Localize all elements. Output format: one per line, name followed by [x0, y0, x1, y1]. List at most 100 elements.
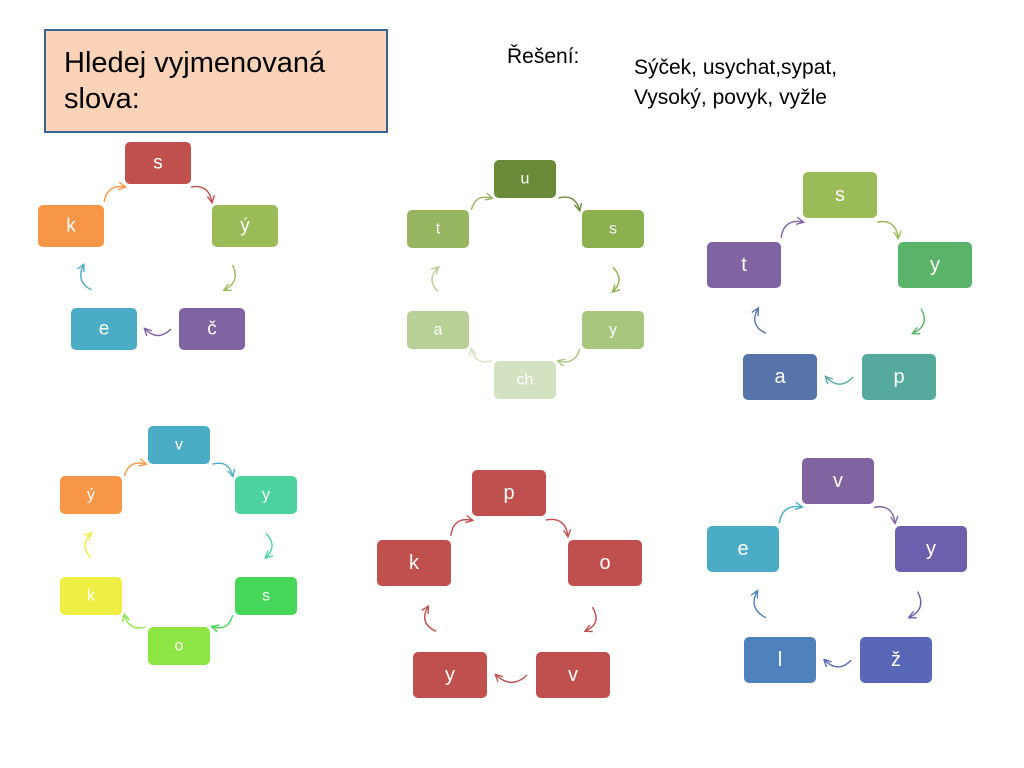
cycle-arrow [266, 532, 272, 557]
solution-line-1: Sýček, usychat,sypat, [634, 56, 838, 79]
cycle-arrow [225, 264, 236, 290]
letter-text: k [87, 588, 96, 605]
letter-text: č [207, 319, 217, 340]
cycle-arrow [190, 185, 212, 202]
letter-text: ž [891, 649, 901, 671]
cycle-arrow [909, 591, 922, 618]
letter-text: e [99, 319, 110, 340]
letter-node: v [802, 458, 874, 504]
cycle-arrow [876, 220, 898, 238]
cycle-arrow [613, 266, 619, 291]
letter-box [743, 354, 817, 400]
letter-box [377, 540, 451, 586]
letter-node: ý [212, 205, 278, 247]
letter-box [744, 637, 816, 683]
letter-text: o [599, 552, 610, 574]
letter-text: s [262, 588, 270, 605]
letter-node: k [377, 540, 451, 586]
letter-node: e [71, 308, 137, 350]
letter-box [212, 205, 278, 247]
cycle-vyzle: vy ž l e [707, 458, 967, 683]
letter-node: p [862, 354, 936, 400]
letter-box [895, 526, 967, 572]
letter-box [235, 476, 297, 514]
solution-line-2: Vysoký, povyk, vyžle [634, 86, 827, 109]
letter-node: t [707, 242, 781, 288]
letter-text: ý [87, 487, 95, 504]
letter-text: p [503, 482, 514, 504]
letter-text: y [930, 254, 940, 276]
cycle-arrow [103, 187, 125, 203]
cycle-sypat: sypat [707, 172, 972, 400]
letter-node: y [898, 242, 972, 288]
letter-text: l [778, 649, 782, 671]
letter-node: e [707, 526, 779, 572]
letter-text: v [175, 437, 183, 454]
letter-text: o [175, 638, 184, 655]
letter-node: y [582, 311, 644, 349]
letter-box [494, 160, 556, 198]
letter-box [494, 361, 556, 399]
letter-text: k [66, 216, 76, 237]
letter-box [707, 242, 781, 288]
letter-box [71, 308, 137, 350]
letter-node: u [494, 160, 556, 198]
letter-text: s [153, 153, 163, 174]
letter-node: l [744, 637, 816, 683]
letter-text: ý [240, 216, 250, 237]
letter-box [38, 205, 104, 247]
letter-node: č [179, 308, 245, 350]
letter-box [582, 311, 644, 349]
letter-text: t [741, 254, 747, 276]
letter-node: y [895, 526, 967, 572]
letter-node: ž [860, 637, 932, 683]
cycle-arrow [913, 308, 925, 334]
letter-text: t [436, 221, 441, 238]
cycle-arrow [755, 309, 767, 334]
letter-text: a [434, 322, 443, 339]
letter-box [235, 577, 297, 615]
cycle-arrow [432, 267, 438, 293]
cycle-arrow [123, 463, 145, 477]
cycle-vysoky: v y s o k ý [60, 426, 297, 665]
letter-node: p [472, 470, 546, 516]
letter-box [148, 426, 210, 464]
letter-node: s [582, 210, 644, 248]
letter-node: k [38, 205, 104, 247]
letter-node: s [803, 172, 877, 218]
letter-box [148, 627, 210, 665]
letter-text: s [609, 221, 617, 238]
cycle-arrow [496, 675, 528, 684]
letter-text: y [262, 487, 270, 504]
letter-node: o [568, 540, 642, 586]
letter-node: t [407, 210, 469, 248]
letter-text: e [737, 538, 748, 560]
letter-text: k [409, 552, 420, 574]
letter-node: ý [60, 476, 122, 514]
cycle-sycek: s ý č e k [38, 142, 278, 350]
cycle-arrow [825, 660, 852, 668]
letter-node: s [235, 577, 297, 615]
cycle-arrow [450, 520, 472, 536]
letter-box [582, 210, 644, 248]
letter-box [536, 652, 610, 698]
letter-node: ch [494, 361, 556, 399]
cycle-arrow [873, 506, 895, 523]
letter-box [707, 526, 779, 572]
letter-text: y [609, 322, 617, 339]
cycle-usychat: u s y ch a t [407, 160, 644, 399]
letter-node: v [148, 426, 210, 464]
cycle-arrow [470, 197, 491, 210]
title-text: Hledej vyjmenovaná slova: [64, 47, 326, 115]
letter-node: v [536, 652, 610, 698]
letter-box [179, 308, 245, 350]
cycle-arrow [586, 606, 597, 631]
cycle-arrow [145, 329, 172, 336]
letter-node: k [60, 577, 122, 615]
cycle-arrow [85, 533, 91, 559]
letter-text: u [521, 171, 530, 188]
letter-box [407, 311, 469, 349]
cycle-arrow [545, 518, 568, 536]
